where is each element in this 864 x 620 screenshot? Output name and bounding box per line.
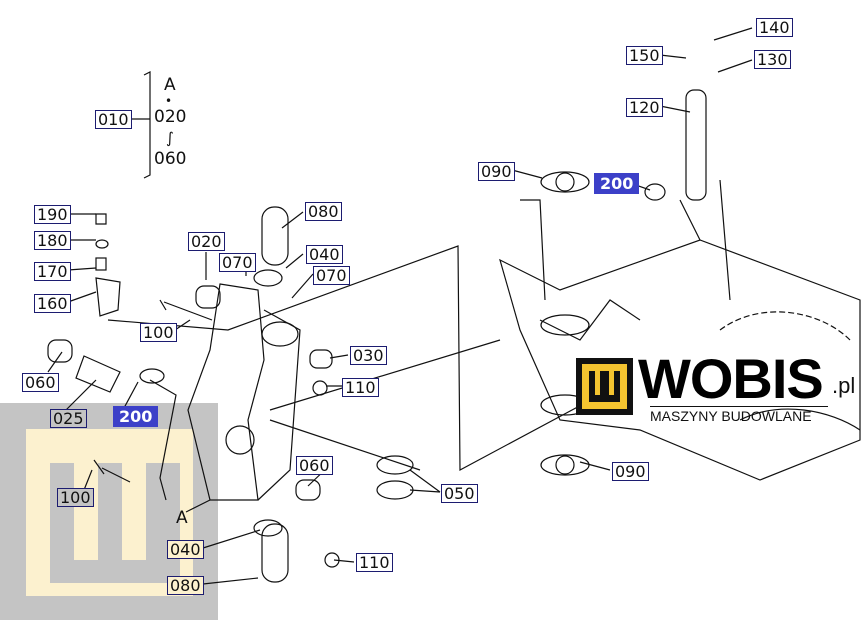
part-label-090-b[interactable]: 090 [612, 462, 649, 481]
marker-a: A [176, 508, 188, 528]
legend-dot: • [165, 94, 173, 108]
legend-end: 060 [154, 149, 187, 169]
wobis-logo-icon [576, 358, 633, 415]
part-label-200-b-highlighted[interactable]: 200 [113, 406, 159, 427]
part-label-170[interactable]: 170 [34, 262, 71, 281]
part-label-040-b[interactable]: 040 [167, 540, 204, 559]
part-label-060-b[interactable]: 060 [296, 456, 333, 475]
part-label-100[interactable]: 100 [140, 323, 177, 342]
legend-range: ∫ [166, 129, 174, 147]
part-label-080[interactable]: 080 [305, 202, 342, 221]
wobis-brand: WOBIS [638, 347, 824, 410]
part-label-025[interactable]: 025 [50, 409, 87, 428]
part-label-010[interactable]: 010 [95, 110, 132, 129]
part-label-080-b[interactable]: 080 [167, 576, 204, 595]
part-label-070[interactable]: 070 [219, 253, 256, 272]
part-label-190[interactable]: 190 [34, 205, 71, 224]
part-label-150[interactable]: 150 [626, 46, 663, 65]
part-label-100-b[interactable]: 100 [57, 488, 94, 507]
part-label-200-highlighted[interactable]: 200 [594, 173, 640, 194]
part-label-060[interactable]: 060 [22, 373, 59, 392]
wobis-tagline: MASZYNY BUDOWLANE [650, 406, 828, 424]
part-label-110[interactable]: 110 [342, 378, 379, 397]
part-label-130[interactable]: 130 [754, 50, 791, 69]
watermark-logo [0, 403, 218, 620]
part-label-180[interactable]: 180 [34, 231, 71, 250]
part-label-090[interactable]: 090 [478, 162, 515, 181]
part-label-110-b[interactable]: 110 [356, 553, 393, 572]
part-label-160[interactable]: 160 [34, 294, 71, 313]
part-label-120[interactable]: 120 [626, 98, 663, 117]
part-label-020[interactable]: 020 [188, 232, 225, 251]
part-label-040[interactable]: 040 [306, 245, 343, 264]
legend-ref-a: A [164, 75, 176, 95]
legend-start: 020 [154, 107, 187, 127]
part-label-070-b[interactable]: 070 [313, 266, 350, 285]
wobis-tld: .pl [832, 373, 856, 398]
part-label-030[interactable]: 030 [350, 346, 387, 365]
part-label-050[interactable]: 050 [441, 484, 478, 503]
part-label-140[interactable]: 140 [756, 18, 793, 37]
